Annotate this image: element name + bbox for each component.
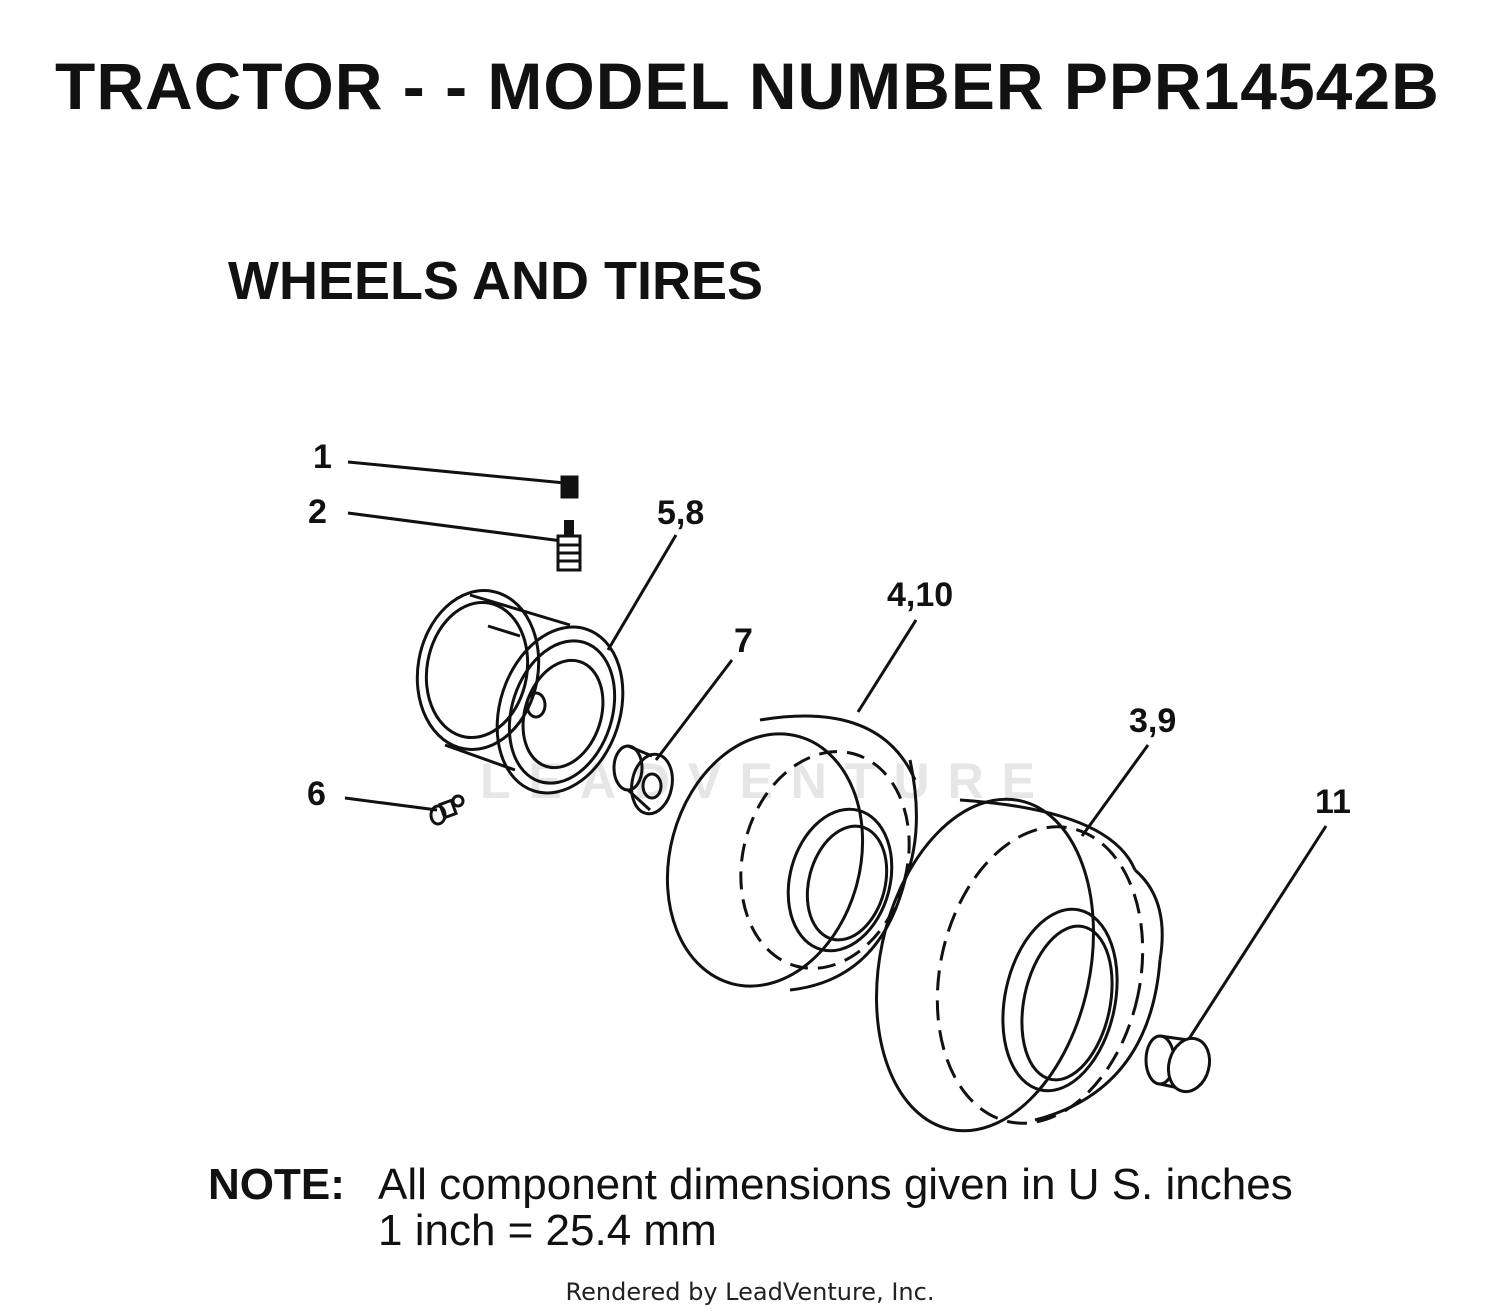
footer-credit: Rendered by LeadVenture, Inc. [565, 1278, 935, 1306]
callout-2: 2 [308, 493, 327, 531]
grease-fitting-part-6 [429, 794, 465, 826]
note-label: NOTE: [208, 1160, 345, 1209]
callout-5-8: 5,8 [657, 494, 704, 532]
leader-line-5-8 [606, 534, 678, 651]
callout-11: 11 [1315, 783, 1351, 821]
leader-line-2 [347, 511, 563, 543]
leader-line-7 [654, 659, 734, 761]
leader-line-11 [1183, 825, 1328, 1046]
leader-line-1 [347, 460, 566, 485]
page-title: TRACTOR - - MODEL NUMBER PPR14542B [55, 49, 1440, 123]
note-line-2: 1 inch = 25.4 mm [378, 1206, 717, 1255]
callout-3-9: 3,9 [1129, 702, 1176, 740]
leader-line-3-9 [1080, 744, 1150, 837]
callout-1: 1 [313, 438, 332, 476]
section-title: WHEELS AND TIRES [228, 251, 764, 311]
hub-cap-part-11 [1144, 1034, 1212, 1094]
bushing-part-7 [612, 744, 674, 816]
leader-line-6 [344, 796, 438, 812]
callout-7: 7 [734, 622, 753, 660]
valve-stem-part-2 [556, 520, 582, 572]
wheel-rim-part-5-8 [415, 589, 625, 795]
leader-line-4-10 [856, 619, 918, 713]
callout-6: 6 [307, 775, 326, 813]
note-line-1: All component dimensions given in U S. i… [378, 1160, 1293, 1209]
rear-tire-part-3-9 [875, 797, 1164, 1133]
valve-cap-part-1 [560, 475, 579, 499]
dimension-note: NOTE: All component dimensions given in U… [208, 1162, 1293, 1254]
front-tire-part-4-10 [665, 714, 918, 992]
callout-4-10: 4,10 [887, 576, 953, 614]
